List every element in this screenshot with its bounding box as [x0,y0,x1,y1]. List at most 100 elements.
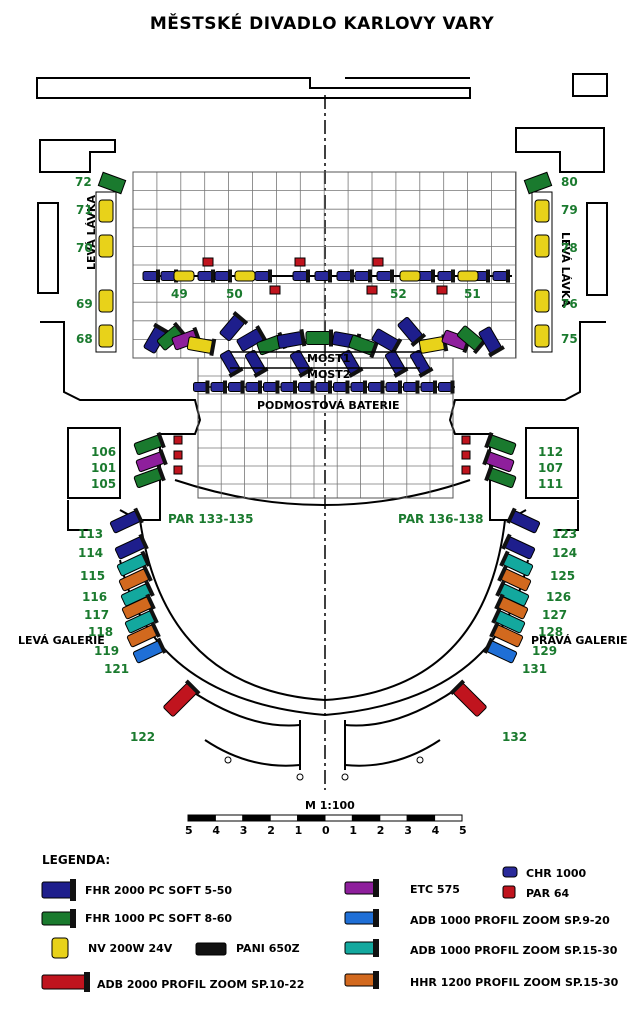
legend-label: HHR 1200 PROFIL ZOOM SP.15-30 [410,976,619,989]
right-bridge-label: LEVÁ LÁVKA [559,232,572,307]
left-box-lower [67,500,90,531]
par-lamp [173,465,183,475]
gallery-number: 118 [88,625,113,639]
upper-right-block [515,127,605,173]
box-lamp [135,449,168,473]
par-lamp [173,450,183,460]
scale-tick: 5 [459,824,467,837]
nv-lamp [457,270,479,282]
legend-item: FHR 1000 PC SOFT 8-60 [41,909,232,928]
bridge-number: 71 [76,203,93,217]
gallery-number: 116 [82,590,107,604]
box-lamp [133,432,166,456]
box-number: 111 [538,477,563,491]
right-box-lower [556,500,579,531]
most-lamp [397,316,427,347]
bridge-number: 72 [75,175,92,189]
left-wall-panel [37,202,59,294]
gallery-number: 124 [552,546,577,560]
gallery-number: 119 [94,644,119,658]
scale-tick: 3 [240,824,248,837]
legend-label: FHR 2000 PC SOFT 5-50 [85,884,232,897]
chr-lamp [314,269,332,283]
chr-lamp [197,269,215,283]
gallery-lamp [109,507,144,534]
balcony-right-arc2 [344,689,456,727]
chr-lamp [437,269,455,283]
gallery-number: 121 [104,662,129,676]
most-lamp [348,334,380,359]
most-lamp [236,325,268,352]
gallery-lamp [494,593,529,620]
scale-tick: 1 [295,824,303,837]
seat-dot [224,756,232,764]
par-lamp [372,257,384,267]
most-lamp [478,326,505,358]
bridge-number: 76 [561,297,578,311]
profile-lamp [449,679,487,717]
gallery-lamp [124,607,159,634]
legend-label: FHR 1000 PC SOFT 8-60 [85,912,232,925]
bridge-number: 68 [76,332,93,346]
gallery-number: 131 [522,662,547,676]
podmost-lamp [298,380,315,394]
gallery-lamp [114,533,149,560]
podmost-lamp [333,380,350,394]
left-wing-wall [40,321,202,521]
right-wing-wall [448,321,606,521]
seat-dot [341,773,349,781]
scale-label: M 1:100 [305,799,355,812]
par-lamp [461,435,471,445]
scale-tick: 5 [185,824,193,837]
podmost-row [193,380,455,394]
gallery-number: 129 [532,644,557,658]
batten-row [142,257,512,295]
seat-dot [416,756,424,764]
gallery-number: 123 [552,527,577,541]
right-bridge-lamps [523,171,553,353]
most-lamp [219,311,249,342]
chr-lamp [354,269,372,283]
back-wall-right [572,73,608,97]
scale-tick: 4 [432,824,440,837]
box-number: 105 [91,477,116,491]
left-box-frame [67,427,121,499]
gallery-lamp [497,565,532,592]
nv-lamp [173,270,195,282]
podmost-lamp [403,380,420,394]
par-lamp [269,285,281,295]
left-bridge-lamps [95,171,127,353]
gallery-number: 117 [84,608,109,622]
gallery-lamp [491,607,526,634]
par-lamp [202,257,214,267]
gallery-lamp [126,621,161,648]
bridge-number: 70 [76,241,93,255]
legend-label: ADB 1000 PROFIL ZOOM SP.15-30 [410,944,618,957]
chr-lamp [492,269,510,283]
seat-dot [296,773,304,781]
gallery-number: 125 [550,569,575,583]
most-lamp [276,329,307,349]
upper-left-block [39,139,116,173]
podmost-lamp [280,380,297,394]
bridge-number: 80 [561,175,578,189]
legend-item: ADB 1000 PROFIL ZOOM SP.15-30 [344,939,618,957]
box-lamp [484,465,517,489]
gallery-lamp [506,507,541,534]
podmost-lamp [315,380,332,394]
gallery-lamp [501,533,536,560]
legend-label: ADB 2000 PROFIL ZOOM SP.10-22 [97,978,304,991]
par-left-label: PAR 133-135 [168,512,253,526]
scale-tick: 2 [377,824,385,837]
scale-tick: 2 [267,824,275,837]
podmost-lamp [385,380,402,394]
chr-lamp [254,269,272,283]
legend-label: PANI 650Z [236,942,300,955]
legend-heading: LEGENDA: [42,853,110,867]
par-lamp [366,285,378,295]
par-lamp [436,285,448,295]
podmost-lamp [228,380,245,394]
gallery-number: 128 [538,625,563,639]
